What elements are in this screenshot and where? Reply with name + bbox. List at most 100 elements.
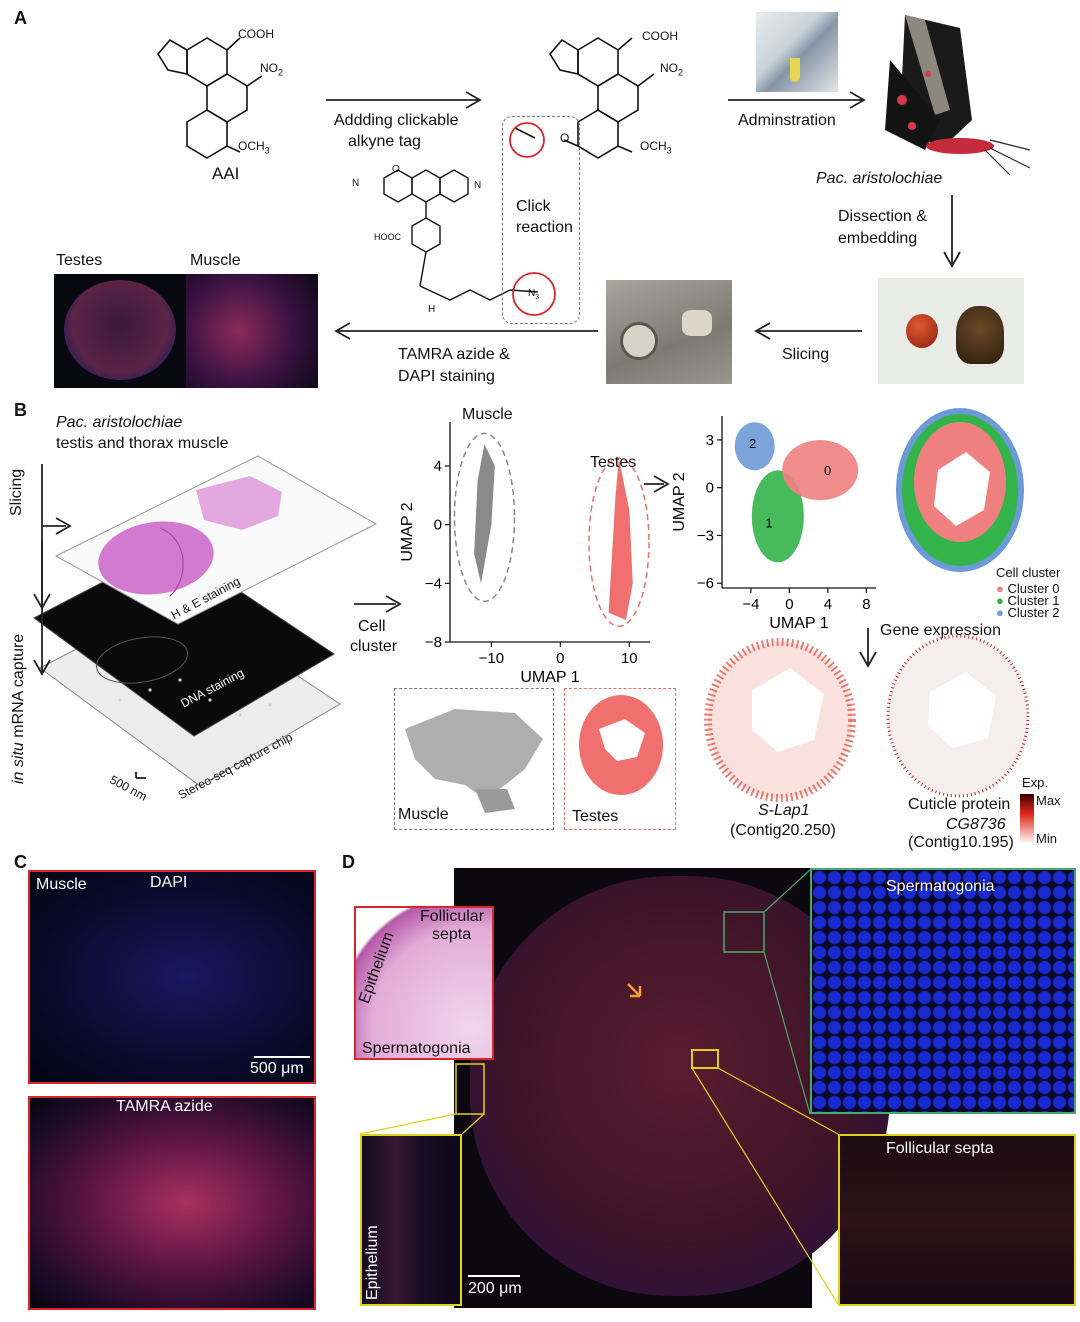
expression-colorbar: [1020, 794, 1034, 844]
h-label: H: [428, 304, 436, 315]
stain-label-2: DAPI staining: [398, 368, 495, 385]
testes-cluster-points: [608, 458, 633, 620]
y-axis-label: UMAP 2: [399, 502, 416, 561]
dissect-label-1: Dissection &: [838, 208, 927, 225]
y-axis-label: UMAP 2: [671, 472, 688, 531]
slicing-label-a: Slicing: [782, 346, 830, 363]
y-tick-label: −4: [425, 575, 442, 592]
click-label-2: reaction: [516, 219, 573, 236]
ether-o: O: [560, 131, 570, 145]
testes-spatial-label: Testes: [572, 808, 619, 825]
gene-expression-label: Gene expression: [880, 622, 1001, 639]
x-axis-label: UMAP 1: [520, 669, 579, 686]
tube-icon: [790, 58, 800, 82]
x-tick-label: 10: [621, 650, 638, 667]
spermatogonia-inset: [810, 868, 1076, 1114]
legend-title: Cell cluster: [996, 565, 1061, 580]
o-label: O: [392, 164, 400, 175]
x-tick-label: −4: [742, 596, 759, 613]
embedding-photo: [878, 278, 1024, 384]
exp-label: Exp.: [1022, 775, 1049, 790]
follicular-label-1: Follicular: [420, 908, 485, 925]
y-tick-label: 3: [706, 432, 714, 449]
tamra-image: [28, 1096, 316, 1310]
cluster-1-points: [751, 470, 804, 563]
epithelium-inset: [360, 1134, 462, 1306]
cooh-label-2: COOH: [642, 29, 678, 43]
no2-label-2: NO2: [660, 61, 684, 78]
administration-photo: [756, 12, 838, 92]
x-tick-label: 4: [824, 596, 832, 613]
testes-fluorescence-thumb: [54, 274, 186, 388]
cooh-label-1: COOH: [238, 27, 274, 41]
chip-label: Stereo-seq capture chip: [175, 730, 295, 803]
testes-label-a: Testes: [56, 252, 103, 269]
panel-label-b: B: [14, 400, 27, 420]
slicing-label-b: Slicing: [8, 468, 25, 516]
cluster-2-points: [734, 422, 775, 471]
tag-label-2: alkyne tag: [348, 133, 421, 150]
follicular-septa-label: Follicular septa: [886, 1140, 994, 1157]
tissue-label: testis and thorax muscle: [56, 435, 229, 452]
he-label: H & E staining: [168, 574, 243, 623]
cluster-0-label: 0: [824, 463, 831, 478]
follicular-septa-inset: [838, 1134, 1076, 1306]
cuticle-label: Cuticle protein: [908, 796, 1011, 813]
umap1-testes-label: Testes: [590, 454, 637, 471]
spermatogonia-label: Spermatogonia: [886, 878, 995, 895]
species-label: Pac. aristolochiae: [816, 170, 943, 187]
muscle-label-c: Muscle: [36, 876, 87, 893]
x-tick-label: 0: [785, 596, 793, 613]
x-tick-label: −10: [479, 650, 504, 667]
cg-contig: (Contig10.195): [908, 834, 1014, 851]
y-tick-label: 0: [434, 517, 442, 534]
muscle-cluster-outline: [453, 432, 516, 603]
compound-name: AAI: [212, 164, 240, 183]
slap-label: S-Lap1: [758, 802, 810, 819]
muscle-spatial-box: [394, 688, 554, 830]
testes-spatial-box: [564, 688, 676, 830]
testes-cluster-outline: [588, 457, 650, 628]
cluster-2-label: 2: [749, 436, 756, 451]
exp-min: Min: [1036, 831, 1057, 846]
exp-max: Max: [1036, 793, 1061, 808]
testes-spatial-map: [579, 695, 663, 795]
legend-item-0: ● Cluster 0: [996, 581, 1060, 596]
n3-label: N3: [528, 288, 540, 301]
scale-label-d: 200 μm: [468, 1280, 522, 1297]
y-tick-label: −8: [425, 634, 442, 651]
spermatogonia-inset-label: Spermatogonia: [362, 1040, 471, 1057]
click-reaction-box: [502, 116, 580, 324]
slice-fragment: [682, 310, 712, 336]
follicular-label-2: septa: [432, 926, 472, 943]
dapi-image: [28, 870, 316, 1084]
scale-label-b: 500 nm: [107, 772, 150, 804]
dissect-label-2: embedding: [838, 230, 918, 247]
cg-label: CG8736: [946, 816, 1006, 833]
x-tick-label: 8: [862, 596, 870, 613]
hooc-label: HOOC: [374, 232, 401, 242]
muscle-fluorescence-thumb: [186, 274, 318, 388]
muscle-cluster-points: [474, 444, 495, 584]
x-axis-label: UMAP 1: [769, 615, 828, 632]
y-tick-label: −3: [697, 527, 714, 544]
dapi-label: DAPI: [150, 874, 188, 891]
embedded-tissue-1: [906, 314, 938, 348]
stain-label-1: TAMRA azide &: [398, 346, 510, 363]
tag-label-1: Addding clickable: [334, 112, 459, 129]
embedded-tissue-2: [956, 306, 1004, 364]
muscle-spatial-map: [405, 709, 543, 813]
slap-contig: (Contig20.250): [730, 822, 836, 839]
y-tick-label: 4: [434, 458, 442, 475]
och3-label-2: OCH3: [640, 139, 672, 156]
panel-label-c: C: [14, 852, 27, 872]
y-tick-label: 0: [706, 480, 714, 497]
panel-label-d: D: [342, 852, 355, 872]
no2-label-1: NO2: [260, 61, 284, 78]
slice-photo: [606, 280, 732, 384]
scale-bar-c: [254, 1056, 310, 1058]
legend-item-1: ● Cluster 1: [996, 593, 1060, 608]
x-tick-label: 0: [556, 650, 564, 667]
slice-circle: [620, 322, 658, 360]
he-inset: [354, 906, 494, 1060]
